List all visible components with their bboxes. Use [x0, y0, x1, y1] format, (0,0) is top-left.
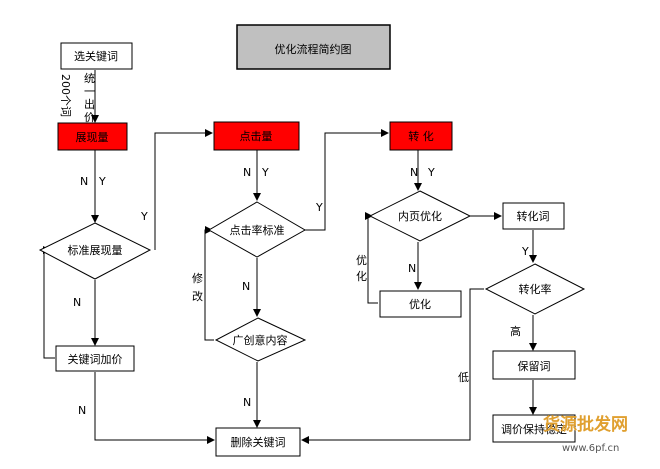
svg-text:N: N	[78, 404, 86, 417]
node-keep-word: 保留词	[492, 350, 576, 380]
node-add-price: 关键词加价	[55, 345, 135, 372]
node-adjust-price: 调价保持稳定	[492, 414, 576, 443]
svg-text:调价保持稳定: 调价保持稳定	[501, 422, 567, 436]
svg-text:Y: Y	[261, 166, 269, 179]
svg-text:Y: Y	[521, 245, 529, 258]
svg-text:转 化: 转 化	[408, 129, 434, 143]
svg-text:N: N	[243, 166, 251, 179]
svg-text:Y: Y	[140, 210, 148, 223]
watermark-url: www.6pf.cn	[562, 443, 619, 454]
svg-text:转化词: 转化词	[517, 209, 550, 223]
decision-conversion-rate: 转化率	[484, 263, 586, 315]
svg-text:Y: Y	[98, 175, 106, 188]
connectors	[43, 70, 537, 444]
svg-text:优: 优	[356, 254, 367, 267]
watermark: 货源批发网 www.6pf.cn	[543, 414, 628, 454]
svg-text:出: 出	[84, 97, 95, 111]
svg-text:选关键词: 选关键词	[74, 49, 118, 63]
edge-labels: 统 一 出 价 200个词 N Y Y N N N Y Y N N 修 改 N …	[59, 72, 529, 417]
svg-text:删除关键词: 删除关键词	[231, 435, 286, 449]
svg-text:一: 一	[84, 85, 95, 98]
svg-text:广创意内容: 广创意内容	[233, 333, 288, 347]
svg-text:价: 价	[84, 111, 95, 124]
decision-page-optimize: 内页优化	[368, 190, 472, 242]
svg-text:Y: Y	[427, 166, 435, 179]
svg-text:点击率标准: 点击率标准	[230, 223, 285, 237]
svg-text:内页优化: 内页优化	[398, 209, 442, 223]
svg-text:低: 低	[458, 371, 469, 384]
node-delete-keywords: 删除关键词	[215, 427, 301, 457]
svg-text:统: 统	[84, 72, 95, 85]
decision-ad-creative: 广创意内容	[214, 317, 307, 362]
svg-text:化: 化	[356, 269, 367, 283]
svg-text:修: 修	[192, 271, 203, 285]
node-select-keywords: 选关键词	[60, 42, 133, 70]
svg-text:优化: 优化	[409, 297, 431, 311]
title-box: 优化流程简约图	[236, 24, 391, 70]
decision-click-rate: 点击率标准	[207, 201, 307, 258]
svg-text:N: N	[243, 396, 251, 409]
svg-text:改: 改	[192, 289, 203, 303]
page-title: 优化流程简约图	[275, 42, 352, 56]
svg-text:N: N	[80, 175, 88, 188]
node-clicks: 点击量	[213, 121, 300, 151]
svg-text:点击量: 点击量	[240, 130, 273, 143]
svg-text:展现量: 展现量	[76, 131, 109, 144]
watermark-brand: 货源批发网	[543, 414, 628, 435]
node-impressions: 展现量	[57, 122, 128, 151]
svg-text:N: N	[73, 296, 81, 309]
svg-text:Y: Y	[315, 201, 323, 214]
svg-text:高: 高	[510, 324, 521, 338]
svg-text:标准展现量: 标准展现量	[68, 243, 123, 257]
decision-impression-standard: 标准展现量	[38, 222, 152, 280]
svg-text:转化率: 转化率	[519, 282, 552, 296]
svg-text:保留词: 保留词	[518, 359, 551, 373]
svg-text:200个词: 200个词	[59, 74, 72, 117]
node-optimize: 优化	[379, 290, 462, 318]
node-conversion: 转 化	[389, 121, 453, 151]
svg-text:N: N	[242, 280, 250, 293]
svg-text:N: N	[410, 166, 418, 179]
svg-text:关键词加价: 关键词加价	[68, 352, 123, 366]
svg-text:N: N	[408, 262, 416, 275]
node-conversion-word: 转化词	[502, 202, 565, 230]
